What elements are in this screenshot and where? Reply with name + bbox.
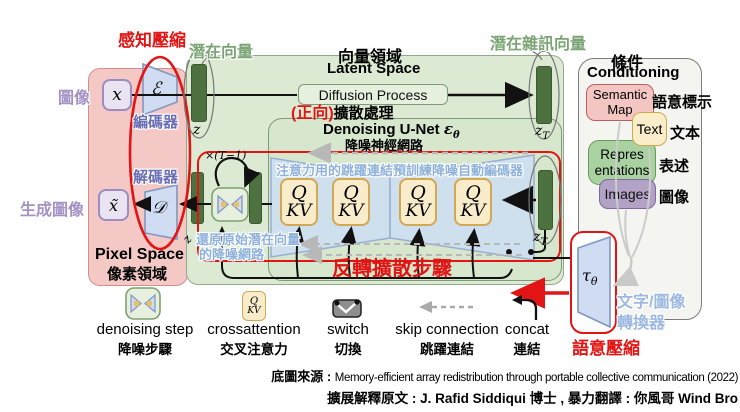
latent-zT-bar [536,66,552,124]
restore-note-line2: 的降噪網路 [199,247,265,262]
latent-z-bar [191,64,207,122]
conditioning-title-en: Conditioning [587,64,680,81]
legend-concat-label: concat 連結 [504,321,550,357]
legend-denoising-label: denoising step 降噪步驟 [96,321,194,357]
representations-zh: 表述 [659,158,690,175]
attention-note: 注意力用的跳躍連結預訓練降噪自動編碼器 [276,163,524,178]
input-image-node: x [102,79,132,111]
source-line1: Memory-efficient array redistribution th… [334,372,739,384]
forward-label: (正向) [291,105,334,122]
legend-denoising-icon [125,287,161,325]
converter-label-line2: 轉換器 [617,315,666,332]
generated-image-label: 生成圖像 [20,202,85,219]
diffusion-zh-label: 擴散處理 [333,105,394,122]
semantic-map-label: Semantic Map [592,86,648,117]
semantic-map-zh: 語意標示 [652,94,713,111]
x-label: x [112,85,122,105]
images-zh: 圖像 [659,189,690,206]
diffusion-process-box: Diffusion Process [298,84,448,105]
z-label: z [193,122,201,138]
legend-skip-label: skip connection 跳躍連結 [395,321,499,357]
legend-crossattention-label: crossattention 交叉注意力 [207,321,301,357]
source-line2: 擴展解釋原文 : J. Rafid Siddiqui 博士 , 暴力翻譯 : 你… [327,391,738,406]
legend-skip-connection-icon [417,300,477,319]
latent-space-title-en: Latent Space [327,60,421,77]
forward-diffusion-caption: (正向)擴散處理 [291,99,394,123]
tau-label: τθ [582,266,598,289]
generated-image-node: x̃ [98,189,129,221]
latent-space-title-zh: 向量領域 [338,49,403,66]
zT-bottom-label: zT [533,229,548,248]
text-label: Text [636,121,663,137]
encoder-zh-label: 編碼器 [133,114,179,131]
encoder-symbol: ℰ [151,79,162,99]
reverse-diffusion-label: 反轉擴散步驟 [332,258,452,280]
latent-vector-label: 潛在向量 [189,44,254,61]
source-credit: 底圖來源 : Memory-efficient array redistribu… [210,366,738,407]
diffusion-process-label: Diffusion Process [318,86,428,103]
text-box: Text [632,112,667,146]
unet-title-zh: 降噪神經網路 [345,138,424,153]
images-box: Images [599,179,656,209]
semantic-compression-label: 語意壓縮 [572,339,640,358]
conditioning-title-zh: 條件 [611,55,644,72]
decoder-symbol: 𝒟 [152,198,166,218]
converter-label-line1: 文字/圖像 [617,294,686,311]
perceptual-compression-label: 感知壓縮 [118,31,186,50]
image-label: 圖像 [58,90,91,107]
text-zh: 文本 [670,125,701,142]
legend-switch-label: switch 切換 [327,321,369,357]
representations-label: Repres entations [594,146,650,178]
legend-crossattention-icon: Q KV [242,291,266,321]
source-prefix: 底圖來源 : [271,369,335,384]
unet-title: Denoising U-Net εθ [323,120,460,141]
times-loop-label: ×(T−1) [205,149,247,162]
latent-noise-vector-label: 潛在雜訊向量 [490,36,587,53]
legend-switch-icon [331,297,363,324]
images-label: Images [604,186,651,202]
zT-label: zT [535,123,550,142]
x-tilde-label: x̃ [108,195,119,215]
decoder-zh-label: 解碼器 [133,169,179,186]
pixel-space-title-en: Pixel Space [95,246,184,263]
pixel-space-title-zh: 像素領域 [107,266,168,283]
